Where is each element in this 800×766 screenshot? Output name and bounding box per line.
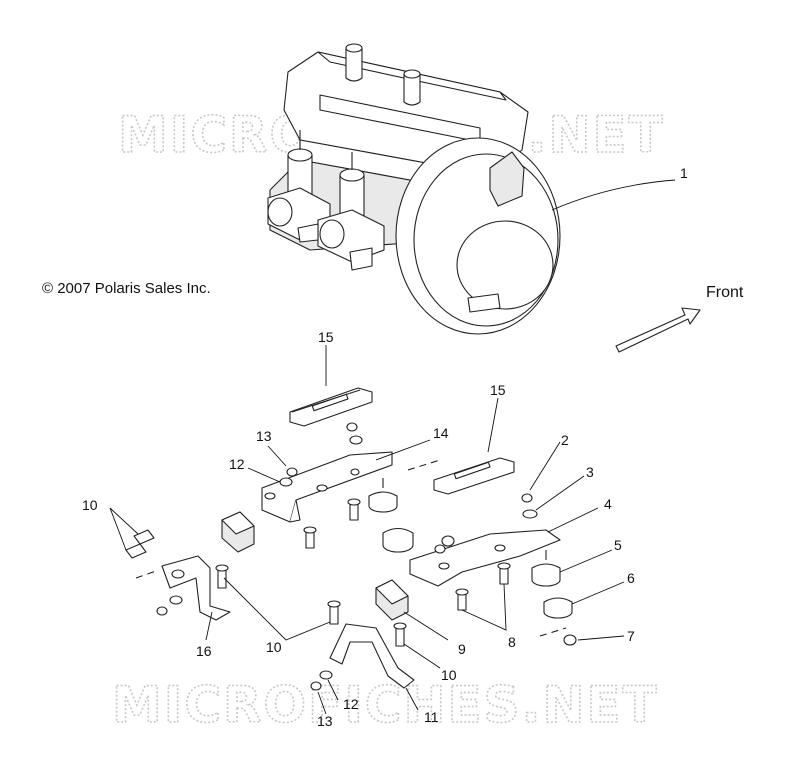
front-label: Front: [706, 284, 744, 301]
bolt-8b: [497, 562, 511, 585]
callout-2: 2: [561, 432, 569, 448]
bolt-14a: [303, 526, 317, 549]
rubber-mount-upper: [368, 478, 398, 513]
small-mount-upper-14: [434, 535, 455, 554]
callout-10-left: 10: [82, 497, 98, 513]
nut-upper-15: [346, 422, 358, 432]
mount-block-left: [221, 511, 255, 553]
callout-10-mid: 10: [266, 639, 282, 655]
watermark-bottom: MICROFICHES.NET: [112, 676, 659, 734]
nut-13-upper: [286, 467, 298, 477]
washer-3: [522, 509, 538, 519]
part-15-plate-right: [433, 457, 515, 495]
nut-left: [156, 606, 168, 616]
washer-12-upper: [279, 477, 293, 487]
callout-15-right: 15: [490, 382, 506, 398]
callout-8: 8: [508, 634, 516, 650]
callout-14: 14: [433, 425, 449, 441]
bolt-10-right: [393, 622, 407, 647]
bolt-8a: [455, 588, 469, 611]
callout-15-upper: 15: [318, 329, 334, 345]
nut-2: [521, 493, 533, 503]
bolt-14b: [347, 498, 361, 521]
part-4-bracket: [409, 529, 561, 587]
callout-11: 11: [424, 709, 439, 725]
callout-5: 5: [614, 537, 622, 553]
bolt-10-mid: [327, 600, 341, 625]
front-direction-arrow: [615, 307, 701, 353]
callout-13-upper: 13: [256, 428, 272, 444]
callout-10-right: 10: [441, 667, 457, 683]
nut-13-lower: [310, 681, 322, 691]
bolt-10-pair: [125, 529, 155, 559]
part-16-bracket: [161, 555, 231, 621]
washer-upper-15: [349, 435, 363, 445]
nut-7: [563, 634, 577, 646]
callout-16: 16: [196, 643, 212, 659]
callout-13-lower: 13: [317, 713, 333, 729]
axis-line-plate: [407, 459, 441, 471]
part-6-mount: [543, 597, 573, 619]
copyright-text: © 2007 Polaris Sales Inc.: [42, 280, 211, 297]
callout-1: 1: [680, 165, 688, 181]
callout-9: 9: [458, 641, 466, 657]
engine-assembly: [267, 43, 561, 335]
leader-lines: [109, 179, 676, 715]
part-11-bracket: [329, 623, 415, 689]
rubber-mount-middle: [382, 527, 414, 553]
callout-4: 4: [604, 496, 612, 512]
part-15-plate-upper: [289, 387, 373, 427]
axis-line-7: [539, 627, 567, 637]
callout-3: 3: [586, 464, 594, 480]
washer-12-lower: [319, 670, 333, 680]
callout-7: 7: [627, 628, 635, 644]
washer-left: [169, 595, 183, 605]
part-5-mount: [531, 550, 561, 587]
callout-12-upper: 12: [229, 456, 245, 472]
callout-12-lower: 12: [343, 696, 359, 712]
part-9-mount-block: [375, 579, 409, 621]
bolt-10-left: [215, 564, 229, 589]
axis-line-left: [135, 570, 157, 579]
callout-6: 6: [627, 570, 635, 586]
part-14-bracket: [261, 451, 393, 523]
